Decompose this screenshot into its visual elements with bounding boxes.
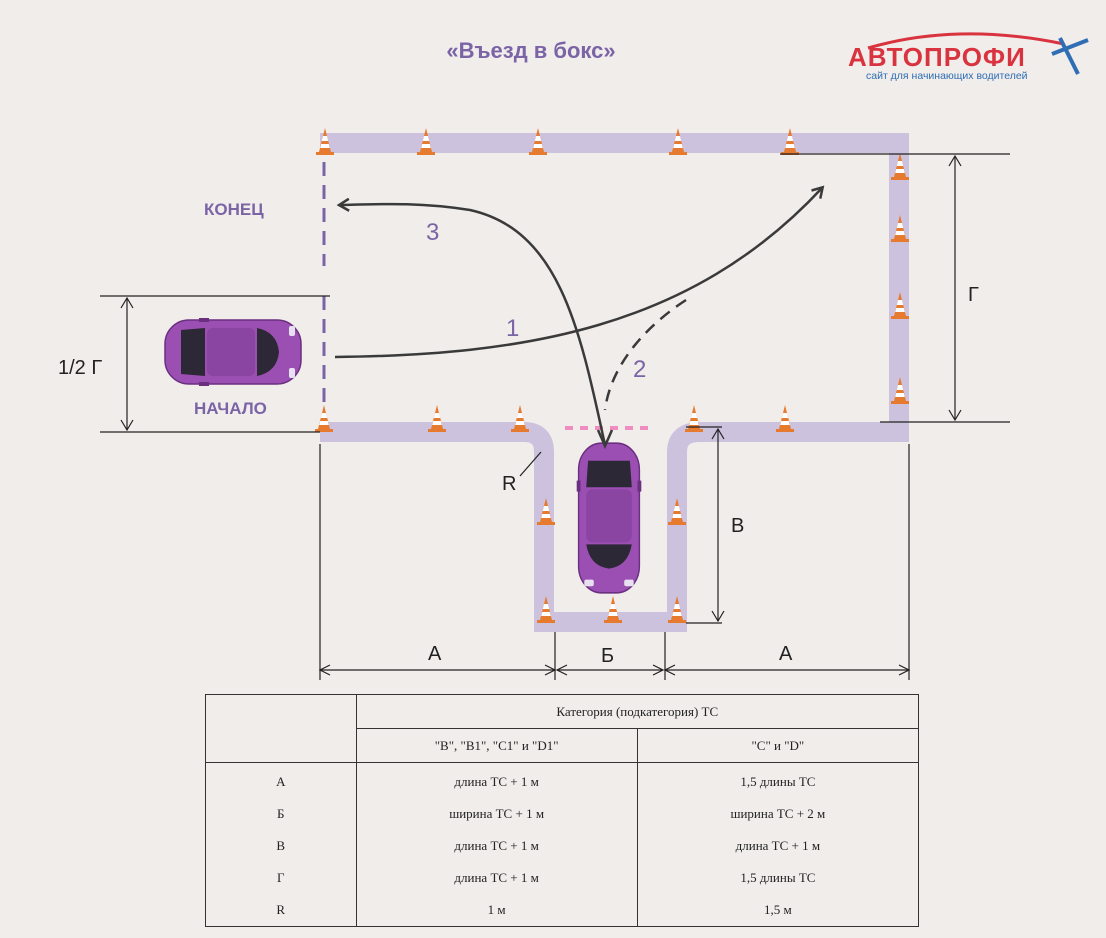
value-cell: ширина ТС + 2 м: [636, 798, 920, 830]
col1-header: "B", "B1", "C1" и "D1": [355, 728, 638, 763]
path-3-label: 3: [426, 219, 439, 246]
value-cell: длина ТС + 1 м: [355, 762, 638, 798]
start-label: НАЧАЛО: [194, 399, 267, 418]
a-left-label: А: [428, 643, 442, 665]
table-corner-cell: [205, 694, 357, 763]
param-cell: R: [205, 894, 357, 927]
r-label: R: [502, 473, 516, 495]
value-cell: 1,5 м: [636, 894, 920, 927]
end-label: КОНЕЦ: [204, 200, 264, 219]
maneuver-diagram: КОНЕЦ НАЧАЛО 3 1 2 1/2 Г Г В R А Б А: [58, 128, 1010, 680]
track-boundary: [320, 133, 909, 632]
value-cell: 1 м: [355, 894, 638, 927]
b-label: Б: [601, 645, 614, 667]
table-row: R 1 м 1,5 м: [205, 894, 920, 927]
logo-swoosh-icon: [867, 32, 1089, 75]
dimension-lines: [100, 153, 1010, 680]
param-cell: Г: [205, 862, 357, 894]
value-cell: ширина ТС + 1 м: [355, 798, 638, 830]
car-start-icon: [164, 317, 302, 387]
diagram-title: «Въезд в бокс»: [446, 38, 616, 63]
path-1-arrow: [334, 188, 822, 359]
path-2-label: 2: [633, 356, 646, 383]
category-header: Категория (подкатегория) ТС: [355, 694, 920, 729]
v-label: В: [731, 515, 744, 537]
table-row: Б ширина ТС + 1 м ширина ТС + 2 м: [205, 798, 920, 830]
a-right-label: А: [779, 643, 793, 665]
path-3-arrow: [340, 204, 607, 446]
value-cell: длина ТС + 1 м: [636, 830, 920, 862]
col2-header: "C" и "D": [636, 728, 920, 763]
table-row: Г длина ТС + 1 м 1,5 длины ТС: [205, 862, 920, 894]
value-cell: 1,5 длины ТС: [636, 762, 920, 798]
car-in-box-icon: [575, 442, 643, 594]
table-row: В длина ТС + 1 м длина ТС + 1 м: [205, 830, 920, 862]
logo-name: АВТОПРОФИ: [848, 42, 1026, 72]
half-g-label: 1/2 Г: [58, 357, 102, 379]
param-cell: В: [205, 830, 357, 862]
value-cell: длина ТС + 1 м: [355, 830, 638, 862]
path-2-dashed-arrow: [603, 298, 687, 411]
value-cell: 1,5 длины ТС: [636, 862, 920, 894]
spec-table: Категория (подкатегория) ТС "B", "B1", "…: [205, 694, 920, 927]
param-cell: А: [205, 762, 357, 798]
value-cell: длина ТС + 1 м: [355, 862, 638, 894]
table-row: А длина ТС + 1 м 1,5 длины ТС: [205, 762, 920, 798]
logo: АВТОПРОФИ сайт для начинающих водителей: [838, 30, 1098, 90]
param-cell: Б: [205, 798, 357, 830]
logo-tagline: сайт для начинающих водителей: [866, 70, 1028, 82]
g-label: Г: [968, 284, 979, 306]
path-1-label: 1: [506, 315, 519, 342]
